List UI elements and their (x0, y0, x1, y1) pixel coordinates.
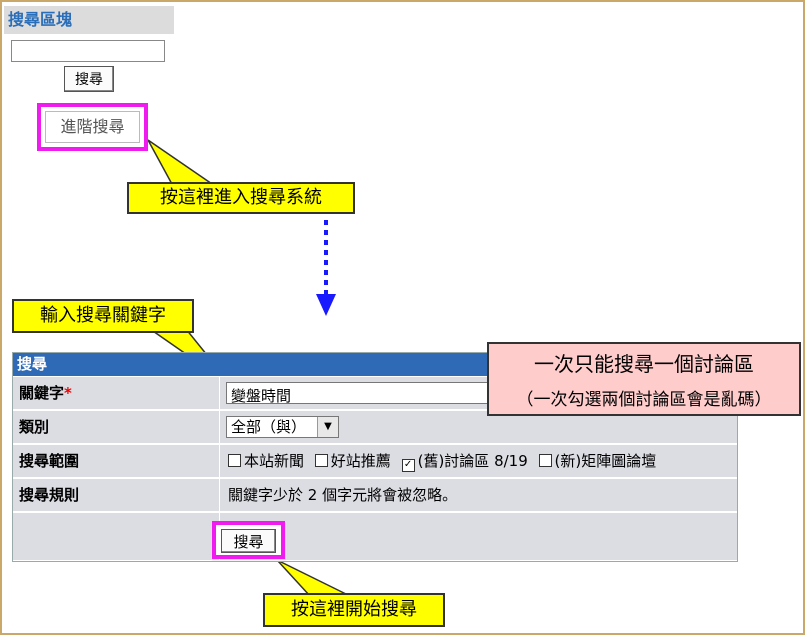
category-label: 類別 (13, 411, 219, 444)
scope-option-old-forum[interactable]: ✓(舊)討論區 8/19 (401, 445, 528, 478)
submit-highlight: 搜尋 (212, 521, 285, 559)
quick-search-button[interactable]: 搜尋 (64, 66, 114, 92)
scope-row: 搜尋範圍 本站新聞 好站推薦 ✓(舊)討論區 8/19 (新)矩陣圖論壇 (13, 445, 737, 478)
checkbox-news[interactable] (228, 454, 241, 467)
callout-one-forum: 一次只能搜尋一個討論區 （一次勾選兩個討論區會是亂碼） (487, 342, 801, 416)
callout-one-forum-line2: （一次勾選兩個討論區會是亂碼） (516, 390, 772, 410)
rules-label: 搜尋規則 (13, 479, 219, 512)
keyword-input[interactable]: 變盤時間 (226, 382, 504, 405)
arrow-head-icon (316, 294, 336, 316)
scope-option-news[interactable]: 本站新聞 (228, 445, 304, 478)
advanced-search-link[interactable]: 進階搜尋 (45, 111, 140, 143)
submit-search-button[interactable]: 搜尋 (221, 529, 276, 553)
advanced-search-highlight: 進階搜尋 (37, 103, 148, 151)
callout-one-forum-line1: 一次只能搜尋一個討論區 (534, 352, 754, 376)
scope-option-new-forum[interactable]: (新)矩陣圖論壇 (538, 445, 656, 478)
category-select[interactable]: 全部（與） ▼ (226, 416, 339, 438)
callout-start-search: 按這裡開始搜尋 (263, 593, 445, 627)
checkbox-recommend[interactable] (314, 454, 328, 467)
callout-enter-search: 按這裡進入搜尋系統 (127, 182, 355, 214)
scope-option-recommend[interactable]: 好站推薦 (314, 445, 391, 478)
scope-label: 搜尋範圍 (13, 445, 219, 478)
checkbox-new-forum[interactable] (538, 454, 552, 467)
callout-pointer-submit (276, 559, 351, 597)
checkbox-old-forum[interactable]: ✓ (401, 459, 415, 472)
keyword-label: 關鍵字 (19, 384, 65, 402)
required-marker: * (64, 384, 72, 402)
callout-input-keyword: 輸入搜尋關鍵字 (12, 299, 194, 333)
category-row: 類別 全部（與） ▼ (13, 411, 737, 444)
category-selected-value: 全部（與） (231, 418, 307, 436)
chevron-down-icon[interactable]: ▼ (317, 417, 338, 437)
rules-text: 關鍵字少於 2 個字元將會被忽略。 (220, 479, 737, 512)
search-block-title: 搜尋區塊 (4, 6, 174, 34)
callout-pointer-advanced (147, 139, 218, 187)
rules-row: 搜尋規則 關鍵字少於 2 個字元將會被忽略。 (13, 479, 737, 512)
submit-row (13, 513, 737, 561)
quick-search-input[interactable] (11, 40, 165, 62)
